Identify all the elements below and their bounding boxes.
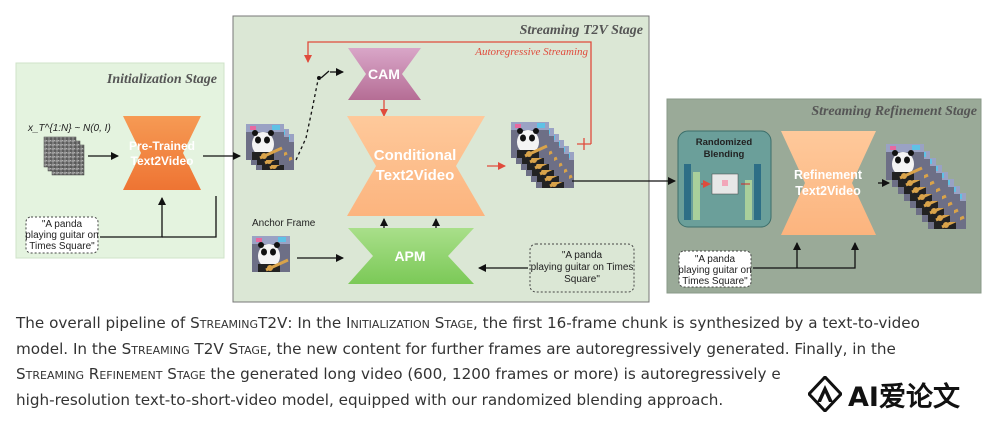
prompt-1-line-3: Times Square" [29,241,95,252]
pretrained-label-2: Text2Video [131,154,194,168]
arrow-prompt3-to-refinement-right [753,242,859,269]
watermark-text: AI爱论文 [848,381,960,413]
watermark-logo-icon [808,376,842,412]
initialization-stage-title: Initialization Stage [106,72,217,87]
caption-text: The overall pipeline of [16,314,191,332]
apm-block [348,228,474,284]
cam-label: CAM [368,66,400,82]
autoregressive-loop [304,41,592,144]
prompt-1-line-2: playing guitar on [25,230,98,241]
switch-node [317,76,321,80]
prompt-2-line-1: "A panda [562,250,603,261]
caption-line-4: high-resolution text-to-short-video mode… [16,388,956,414]
caption-text: the generated long video (600, 1200 fram… [205,365,781,383]
cam-block [348,48,421,100]
prompt-box-2 [529,243,635,293]
conditional-label-2: Text2Video [376,167,455,184]
prompt-box-3 [678,250,752,288]
dashed-frames-to-cam [295,79,319,161]
caption-text: : In the [287,314,347,332]
refinement-label-2: Text2Video [795,184,861,198]
apm-label: APM [394,248,425,264]
caption-term: Streaming T2V Stage [121,339,267,358]
pretrained-text2video-block [123,116,201,190]
line-prompt1-branch [162,196,217,238]
refinement-text2video-block [781,131,876,235]
caption-text: , the first 16-frame chunk is synthesize… [473,314,920,332]
prompt-box-1 [25,216,99,254]
streaming-refinement-stage-title: Streaming Refinement Stage [811,104,977,119]
prompt-2-line-2: playing guitar on Times [531,262,634,273]
caption-line-2: model. In the Streaming T2V Stage, the n… [16,337,956,363]
randomized-blending-label-2: Blending [704,149,745,160]
caption-line-1: The overall pipeline of StreamingT2V: In… [16,311,956,337]
refinement-label-1: Refinement [794,168,863,182]
noise-label: x_T^{1:N} ~ N(0, I) [27,123,111,134]
pretrained-label-1: Pre-Trained [129,139,195,153]
caption-term: Initialization Stage [346,314,474,332]
prompt-3-line-3: Times Square" [682,276,748,287]
caption-term: StreamingT2V [190,314,288,332]
conditional-label-1: Conditional [374,147,457,164]
prompt-2-line-3: Square" [564,274,600,285]
pipeline-diagram: Initialization Stage Streaming T2V Stage… [15,15,982,303]
streaming-t2v-stage-title: Streaming T2V Stage [520,23,643,38]
caption-text: model. In the [16,339,122,358]
conditional-text2video-block [347,116,485,216]
switch-contact [320,70,330,79]
first-chunk-frames [244,122,296,172]
anchor-frame-image [250,234,292,274]
noise-frames [43,136,85,176]
blending-bars [684,164,761,220]
caption-text: high-resolution text-to-short-video mode… [16,390,724,409]
prompt-3-line-2: playing guitar on [678,265,751,276]
caption-term: Streaming Refinement Stage [16,365,206,383]
caption-text: , the new content for further frames are… [266,339,896,358]
prompt-3-line-1: "A panda [695,254,736,265]
randomized-blending-label-1: Randomized [696,137,753,148]
loop-junction [577,138,591,150]
prompt-1-line-1: "A panda [42,219,83,230]
anchor-frame-label: Anchor Frame [252,218,316,229]
autoregressive-label: Autoregressive Streaming [474,46,588,58]
caption-line-3: Streaming Refinement Stage the generated… [16,362,956,388]
figure-caption: The overall pipeline of StreamingT2V: In… [16,311,956,413]
watermark: AI爱论文 [808,372,990,416]
